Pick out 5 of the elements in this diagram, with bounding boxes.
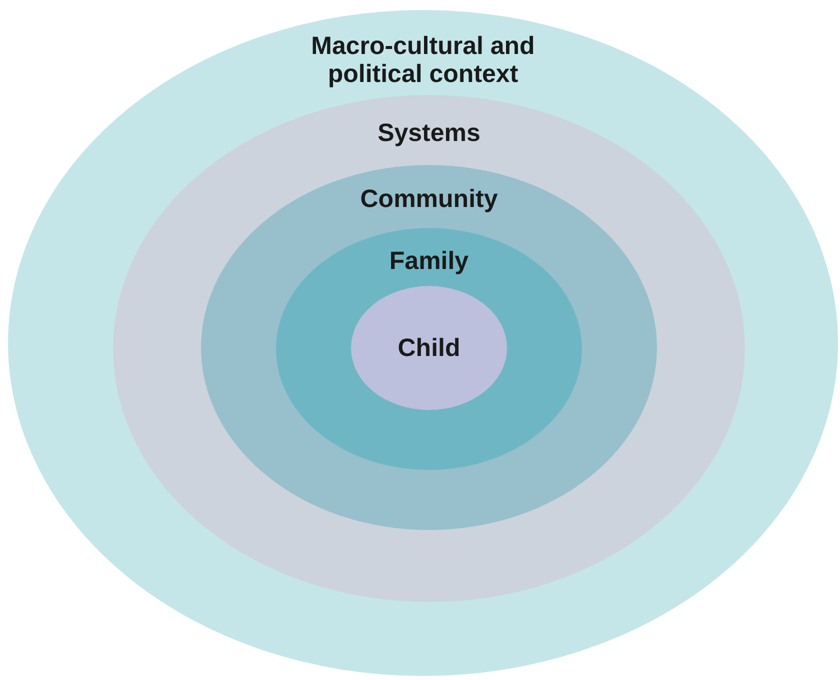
ring-label: Community	[359, 185, 499, 213]
ring-label: Macro-cultural and political context	[310, 32, 536, 88]
ring-label: Systems	[376, 119, 482, 147]
ring-label: Family	[388, 247, 470, 275]
ring-label: Child	[396, 334, 462, 362]
